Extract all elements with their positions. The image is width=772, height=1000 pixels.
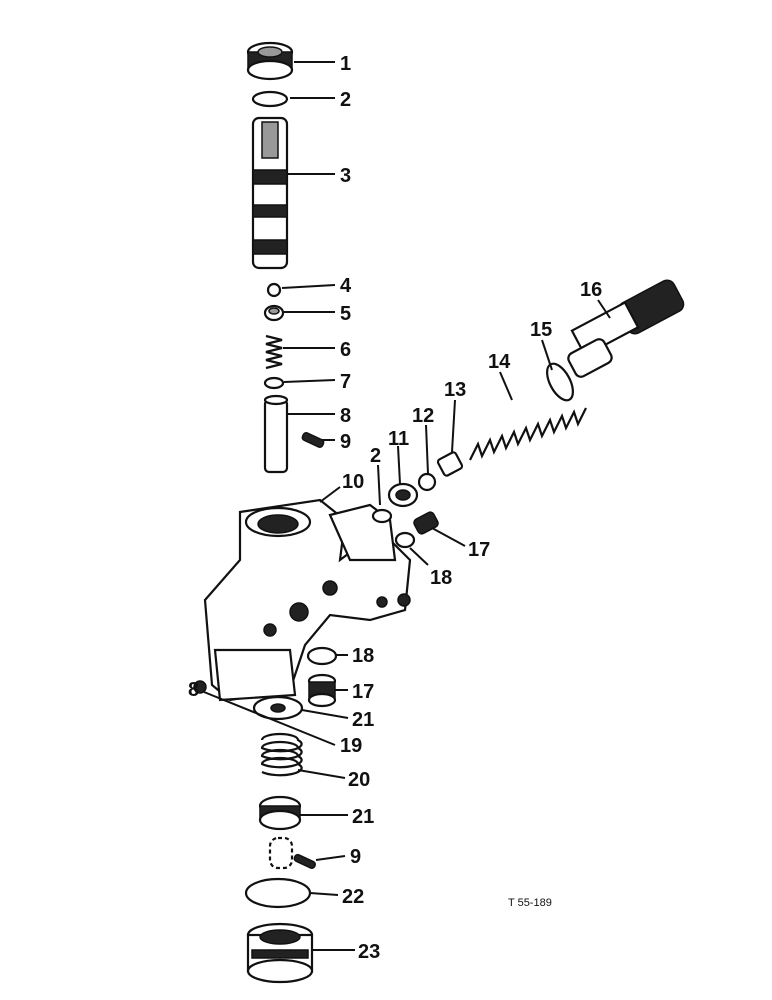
part-13-valve-cone	[436, 451, 464, 477]
callout-7: 7	[340, 371, 351, 393]
part-5-seat	[263, 304, 285, 322]
callout-15: 15	[530, 319, 552, 341]
part-21-spring-seat-lower	[258, 795, 302, 831]
part-23-housing-nut	[246, 922, 314, 984]
callout-21-upper: 21	[352, 709, 374, 731]
callout-10: 10	[342, 471, 364, 493]
part-18-seal-lower	[306, 646, 338, 666]
figure-reference: T 55-189	[508, 897, 552, 909]
part-17-plug-side	[413, 511, 439, 535]
callout-9-lower: 9	[350, 846, 361, 868]
callout-23: 23	[358, 941, 380, 963]
part-18-seal-side	[394, 531, 416, 549]
callout-17-lower: 17	[352, 681, 374, 703]
callout-8-lower: 8	[188, 679, 199, 701]
callout-17-side: 17	[468, 539, 490, 561]
part-3-plunger	[251, 116, 289, 270]
callout-18-side: 18	[430, 567, 452, 589]
part-2-o-ring	[251, 90, 289, 108]
part-4-ball	[266, 282, 282, 298]
part-22-ring	[244, 877, 312, 909]
part-17-plug-lower	[307, 673, 337, 708]
callout-4: 4	[340, 275, 352, 297]
part-14-spring	[469, 407, 587, 461]
callout-12: 12	[412, 405, 434, 427]
part-9-set-screw	[301, 431, 325, 449]
callout-16: 16	[580, 279, 602, 301]
callout-20: 20	[348, 769, 370, 791]
callout-18-lower: 18	[352, 645, 374, 667]
callout-8: 8	[340, 405, 351, 427]
callout-11: 11	[388, 428, 409, 450]
part-8-pin	[263, 394, 289, 474]
part-20-spring	[260, 732, 303, 777]
part-8-pin-small	[193, 680, 207, 694]
callout-13: 13	[444, 379, 466, 401]
callout-2-side: 2	[370, 445, 381, 467]
part-12-ball	[417, 472, 437, 492]
callout-2: 2	[340, 89, 351, 111]
part-2-o-ring-side	[371, 508, 393, 524]
callout-21-lower: 21	[352, 806, 374, 828]
part-7-washer	[263, 376, 285, 390]
callout-14: 14	[488, 351, 511, 373]
part-16-adjusting-plug	[567, 279, 685, 378]
callout-1: 1	[340, 53, 351, 75]
part-spacer	[268, 836, 294, 870]
leader-lines	[203, 61, 611, 951]
callout-6: 6	[340, 339, 351, 361]
callout-19: 19	[340, 735, 362, 757]
callout-labels: 1 2 3 4 5 6 7 8 9 10 11 2 12 13 14 15 16…	[188, 53, 602, 963]
part-21-spring-seat-upper	[252, 695, 304, 721]
callout-3: 3	[340, 165, 351, 187]
callout-9: 9	[340, 431, 351, 453]
part-9-set-screw-lower	[293, 853, 317, 870]
part-6-spring	[265, 334, 283, 370]
part-11-valve-seat	[387, 482, 419, 508]
part-1-cap-nut	[246, 41, 294, 81]
callout-5: 5	[340, 303, 351, 325]
part-10-pump-body	[203, 498, 412, 702]
callout-22: 22	[342, 886, 364, 908]
